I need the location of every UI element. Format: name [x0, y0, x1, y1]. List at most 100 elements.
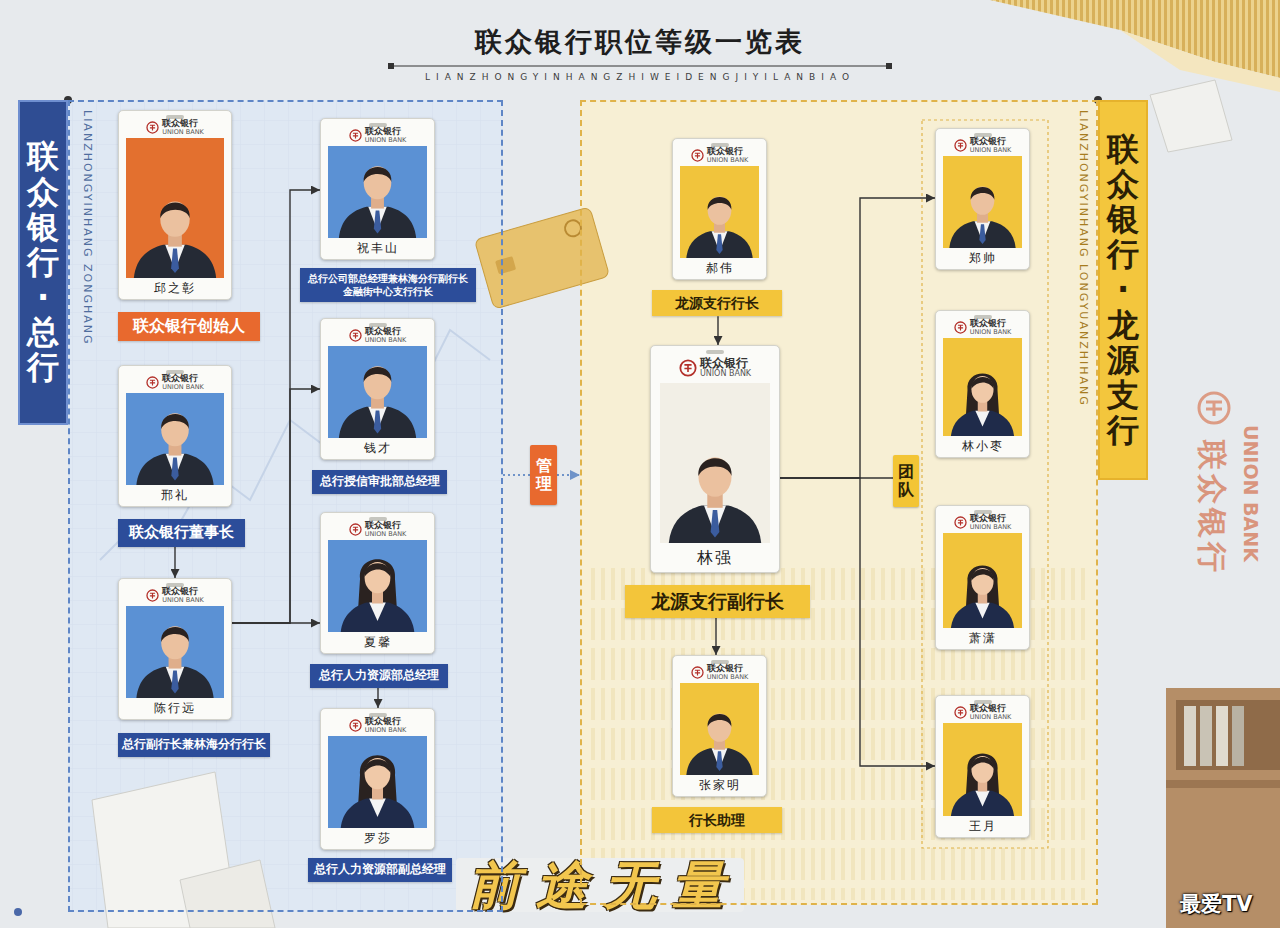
portrait-figure	[660, 383, 770, 543]
bank-logo: 联众银行UNION BANK	[936, 704, 1029, 721]
badge-card: 联众银行UNION BANK罗莎	[320, 708, 435, 850]
person-name: 邢礼	[119, 486, 231, 505]
badge-card: 联众银行UNION BANK 郑帅	[935, 128, 1030, 270]
region-panel: 联众银行·龙源支行联众银行UNION BANK郝伟龙源支行行长联众银行UNION…	[580, 100, 1098, 905]
bank-emblem	[954, 321, 967, 334]
badge-node: 联众银行UNION BANK夏馨总行人力资源部总经理	[310, 512, 448, 688]
bank-logo: 联众银行UNION BANK	[321, 327, 434, 344]
badge-node: 联众银行UNION BANK张家明行长助理	[652, 655, 782, 833]
badge-card: 联众银行UNION BANK 林小枣	[935, 310, 1030, 458]
bank-name-cn: 联众银行	[970, 704, 1006, 714]
bank-emblem	[691, 666, 704, 679]
branch-ground	[580, 100, 1098, 905]
bank-emblem	[349, 523, 362, 536]
badge-node: 联众银行UNION BANK林强龙源支行副行长	[625, 345, 810, 618]
watermark-text: 联众银行	[1196, 440, 1228, 576]
badge-node: 联众银行UNION BANK萧潇	[935, 505, 1030, 650]
portrait-figure	[328, 146, 427, 238]
badge-node: 联众银行UNION BANK 林小枣	[935, 310, 1030, 458]
photo-frame	[943, 533, 1022, 628]
bank-name-cn: 联众银行	[970, 514, 1006, 524]
badge-node: 联众银行UNION BANK祝丰山总行公司部总经理兼林海分行副行长 金融街中心支…	[300, 118, 476, 302]
connector	[503, 474, 530, 476]
bank-name-en: UNION BANK	[162, 384, 204, 391]
bank-logo: 联众银行UNION BANK	[119, 374, 231, 391]
bank-logo: 联众银行UNION BANK	[936, 319, 1029, 336]
bank-logo: 联众银行UNION BANK	[321, 717, 434, 734]
person-name: 祝丰山	[321, 239, 434, 258]
role-label: 总行人力资源部总经理	[310, 664, 448, 688]
portrait-figure	[943, 723, 1022, 816]
desk-art	[1166, 688, 1280, 928]
photo-frame	[126, 606, 224, 698]
bank-logo: 联众银行UNION BANK	[321, 521, 434, 538]
bank-name-cn: 联众银行	[970, 319, 1006, 329]
bank-emblem	[146, 121, 159, 134]
badge-node: 联众银行UNION BANK郝伟龙源支行行长	[652, 138, 782, 316]
photo-frame	[660, 383, 770, 543]
bank-emblem	[679, 359, 697, 377]
bank-name-cn: 联众银行	[162, 587, 198, 597]
bank-name-cn: 联众银行	[365, 127, 401, 137]
bank-logo: 联众银行UNION BANK	[651, 357, 779, 379]
bank-name-en: UNION BANK	[970, 147, 1012, 154]
person-name: 林强	[651, 544, 779, 571]
bank-emblem	[691, 149, 704, 162]
photo-frame	[328, 146, 427, 238]
logo-text-stack: 联众银行UNION BANK	[707, 664, 749, 681]
role-label: 联众银行董事长	[118, 519, 245, 547]
photo-frame	[680, 683, 759, 775]
bank-logo: 联众银行UNION BANK	[321, 127, 434, 144]
bank-emblem	[146, 376, 159, 389]
bank-name-en: UNION BANK	[970, 329, 1012, 336]
photo-frame	[943, 338, 1022, 436]
photo-frame	[126, 393, 224, 485]
bank-card-art	[474, 207, 609, 309]
badge-node: 联众银行UNION BANK王月	[935, 695, 1030, 838]
logo-text-stack: 联众银行UNION BANK	[365, 127, 407, 144]
badge-card: 联众银行UNION BANK 林强	[650, 345, 780, 573]
bank-logo: 联众银行UNION BANK	[936, 137, 1029, 154]
person-name: 陈行远	[119, 699, 231, 718]
bank-name-en: UNION BANK	[700, 370, 751, 379]
badge-card: 联众银行UNION BANK陈行远	[118, 578, 232, 720]
role-label: 总行人力资源部副总经理	[308, 858, 452, 882]
person-name: 林小枣	[936, 437, 1029, 456]
portrait-figure	[126, 393, 224, 485]
bank-emblem	[954, 516, 967, 529]
logo-text-stack: 联众银行UNION BANK	[365, 717, 407, 734]
bank-name-cn: 联众银行	[365, 327, 401, 337]
photo-frame	[328, 540, 427, 632]
connector	[174, 547, 175, 579]
connector	[232, 622, 320, 623]
bank-name-en: UNION BANK	[365, 531, 407, 538]
logo-text-stack: 联众银行UNION BANK	[162, 119, 204, 136]
photo-frame	[943, 723, 1022, 816]
badge-node: 联众银行UNION BANK罗莎总行人力资源部副总经理	[308, 708, 452, 882]
title-pinyin: LIANZHONGYINHANGZHIWEIDENGJIYILANBIAO	[380, 71, 900, 83]
person-name: 郑帅	[936, 249, 1029, 268]
bank-name-cn: 联众银行	[162, 374, 198, 384]
logo-text-stack: 联众银行UNION BANK	[707, 147, 749, 164]
bank-logo: 联众银行UNION BANK	[673, 147, 766, 164]
photo-frame	[943, 156, 1022, 248]
bank-name-en: UNION BANK	[970, 524, 1012, 531]
badge-slot	[706, 350, 724, 354]
connector	[232, 389, 320, 623]
chart-title: 联众银行职位等级一览表	[0, 24, 1280, 60]
badge-node: 联众银行UNION BANK 郑帅	[935, 128, 1030, 270]
connector	[377, 688, 378, 708]
role-label: 总行授信审批部总经理	[312, 470, 447, 494]
photo-frame	[680, 166, 759, 258]
person-name: 邱之彰	[119, 279, 231, 298]
watermark-text: UNION BANK	[1240, 425, 1262, 562]
panel-title: 联众银行·总行	[27, 139, 59, 385]
bank-emblem	[954, 706, 967, 719]
bank-name-cn: 联众银行	[162, 119, 198, 129]
connector	[715, 618, 716, 655]
bank-emblem	[954, 139, 967, 152]
photo-frame	[328, 346, 427, 438]
logo-text-stack: 联众银行UNION BANK	[365, 521, 407, 538]
badge-card: 联众银行UNION BANK 祝丰山	[320, 118, 435, 260]
